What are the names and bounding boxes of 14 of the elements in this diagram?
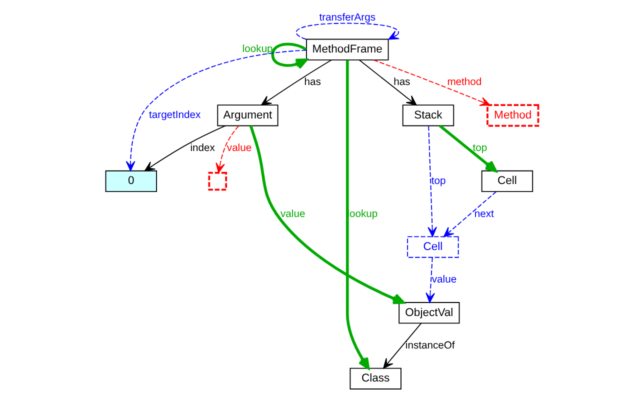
edge-label: transferArgs [319,12,376,24]
edge-label: lookup [242,44,273,56]
edge-label: index [190,142,215,154]
edge-label: method [447,77,482,88]
edge-label: has [394,77,410,88]
edge-label: instanceOf [405,340,455,352]
edge-label: targetIndex [149,110,201,122]
edge-label: top [472,142,488,154]
edge-label: value [226,142,252,154]
edge-label: top [431,176,446,187]
edge-label: next [474,208,494,220]
edge-label: has [304,77,321,88]
edge-label: value [432,274,457,286]
edge-label: value [280,208,306,220]
